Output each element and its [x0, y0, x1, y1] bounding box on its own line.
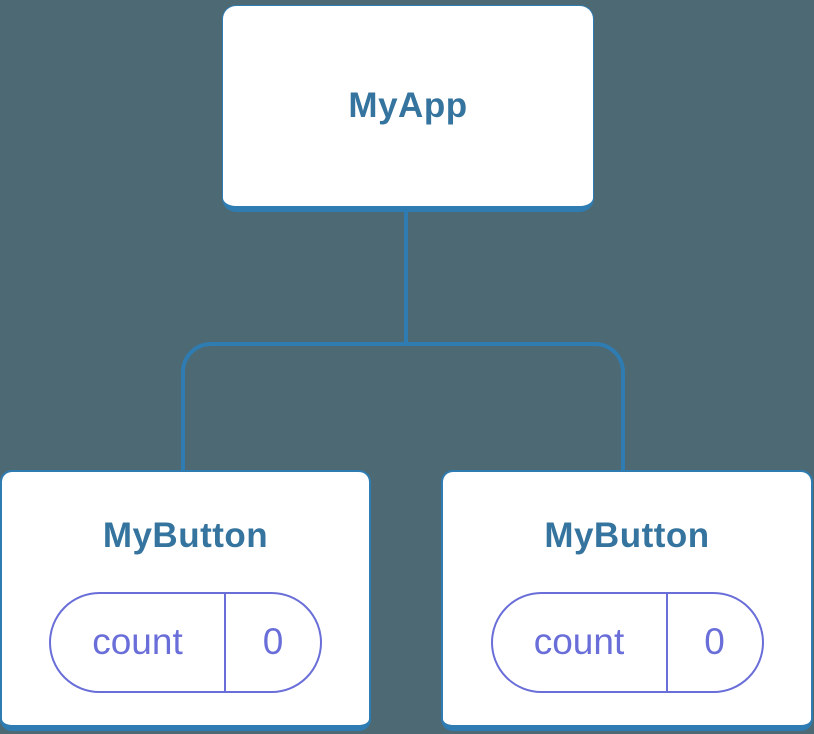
child-component-label: MyButton	[102, 516, 269, 555]
child-component-node-left: MyButton count 0	[0, 470, 371, 731]
connector-bracket-line	[181, 342, 625, 470]
connector-stem-line	[404, 212, 408, 346]
child-component-node-right: MyButton count 0	[441, 470, 813, 731]
state-pill: count 0	[490, 592, 764, 693]
state-value-label: 0	[665, 594, 762, 691]
state-value-label: 0	[224, 594, 320, 691]
root-component-node: MyApp	[222, 5, 594, 212]
state-key-label: count	[92, 621, 183, 662]
child-component-label: MyButton	[544, 516, 710, 555]
state-pill: count 0	[49, 592, 322, 693]
state-key-label: count	[533, 621, 625, 662]
root-component-label: MyApp	[348, 86, 468, 125]
